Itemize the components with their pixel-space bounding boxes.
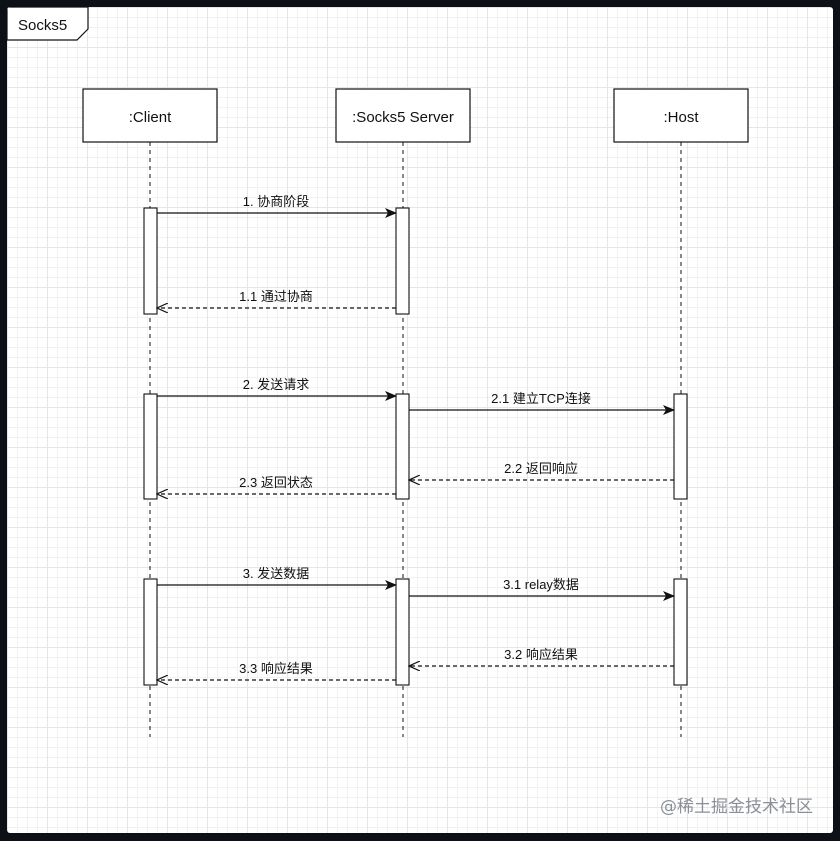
message-label: 2.3 返回状态 xyxy=(239,475,313,490)
message-3[interactable]: 3. 发送数据 xyxy=(157,566,397,590)
message-1[interactable]: 1. 协商阶段 xyxy=(157,194,397,218)
activation-server-2 xyxy=(395,393,410,500)
participant-server[interactable]: :Socks5 Server xyxy=(335,88,471,143)
message-label: 2.1 建立TCP连接 xyxy=(491,391,591,406)
participant-box xyxy=(335,88,471,143)
message-label: 3.1 relay数据 xyxy=(503,577,579,592)
activation-client-3 xyxy=(143,578,158,686)
message-3-2[interactable]: 3.2 响应结果 xyxy=(409,647,674,666)
message-label: 3. 发送数据 xyxy=(243,566,309,581)
message-label: 2.2 返回响应 xyxy=(504,461,578,476)
frame-title: Socks5 xyxy=(18,17,67,34)
message-label: 3.2 响应结果 xyxy=(504,647,578,662)
message-3-1[interactable]: 3.1 relay数据 xyxy=(409,577,675,601)
message-label: 3.3 响应结果 xyxy=(239,661,313,676)
sequence-diagram: Socks5 :Client :Socks5 Server :Host xyxy=(7,7,749,737)
participant-client[interactable]: :Client xyxy=(82,88,218,143)
activation-host-3 xyxy=(673,578,688,686)
participant-label: :Host xyxy=(663,109,699,126)
message-2[interactable]: 2. 发送请求 xyxy=(157,377,397,401)
message-3-3[interactable]: 3.3 响应结果 xyxy=(157,661,396,680)
message-1-1[interactable]: 1.1 通过协商 xyxy=(157,289,396,308)
participant-box xyxy=(82,88,218,143)
message-label: 1. 协商阶段 xyxy=(243,194,309,209)
participant-label: :Client xyxy=(129,109,172,126)
frame-tab-shape xyxy=(7,7,89,41)
message-2-2[interactable]: 2.2 返回响应 xyxy=(409,461,674,480)
activation-server-1 xyxy=(395,207,410,315)
participant-host[interactable]: :Host xyxy=(613,88,749,143)
participant-label: :Socks5 Server xyxy=(352,109,454,126)
watermark: @稀土掘金技术社区 xyxy=(660,797,813,817)
message-label: 1.1 通过协商 xyxy=(239,289,313,304)
message-2-3[interactable]: 2.3 返回状态 xyxy=(157,475,396,494)
diagram-canvas: Socks5 :Client :Socks5 Server :Host xyxy=(7,7,833,833)
activation-client-2 xyxy=(143,393,158,500)
message-label: 2. 发送请求 xyxy=(243,377,309,392)
message-2-1[interactable]: 2.1 建立TCP连接 xyxy=(409,391,675,415)
activation-host-2 xyxy=(673,393,688,500)
frame-title-tab: Socks5 xyxy=(7,7,89,41)
activation-server-3 xyxy=(395,578,410,686)
participant-box xyxy=(613,88,749,143)
activation-client-1 xyxy=(143,207,158,315)
